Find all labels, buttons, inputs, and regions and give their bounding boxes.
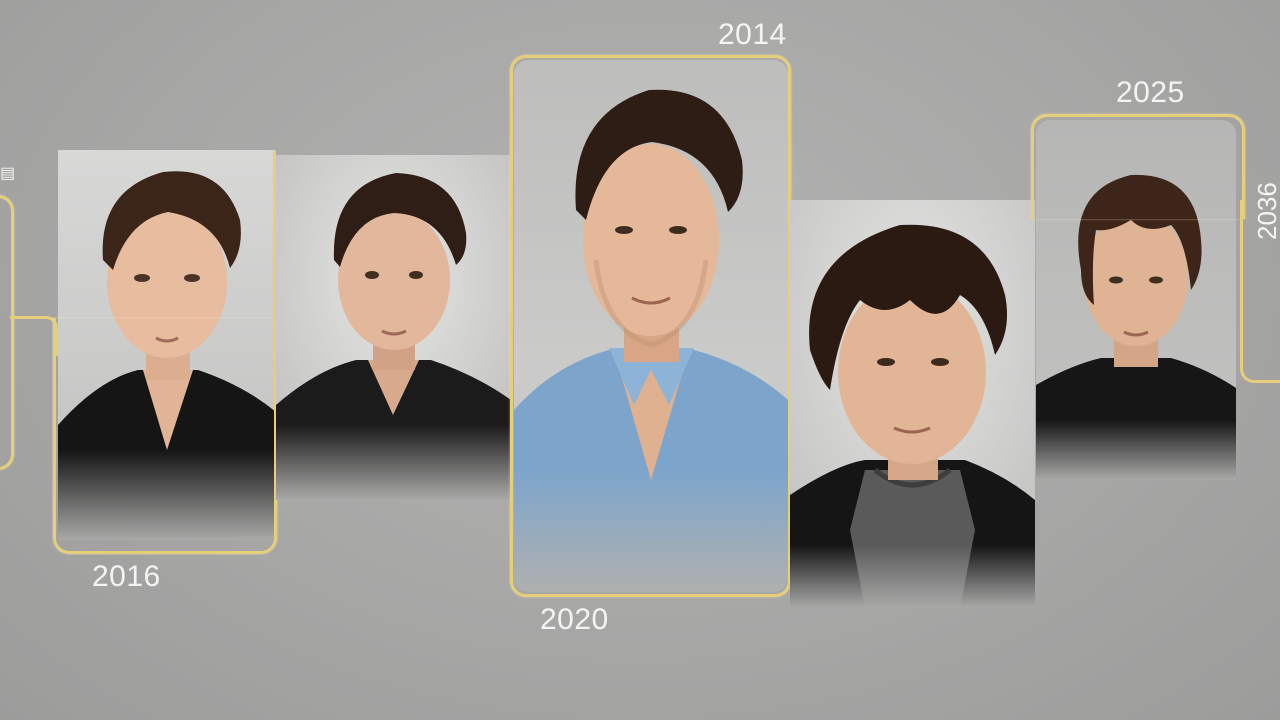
portrait-photo-2 (276, 155, 511, 500)
left-connector (10, 316, 58, 356)
portrait-photo-4 (790, 200, 1035, 608)
portrait-photo-3 (514, 60, 788, 592)
portrait-frame-3 (510, 55, 791, 597)
connector-right (1031, 200, 1035, 220)
portrait-frame-1 (53, 318, 277, 554)
year-label-vertical: 2036 (1252, 182, 1280, 240)
year-label-2016: 2016 (92, 560, 161, 593)
year-label-2020: 2020 (540, 603, 609, 636)
connector-right-tail (1240, 200, 1280, 383)
portrait-photo-5 (1036, 120, 1236, 480)
year-label-2025: 2025 (1116, 76, 1185, 109)
year-label-2014: 2014 (718, 18, 787, 51)
left-edge-glyph: ▤ (0, 165, 16, 182)
portrait-frame-5 (1031, 114, 1245, 219)
portrait-photo-1 (58, 150, 276, 540)
connector-1 (268, 150, 276, 325)
